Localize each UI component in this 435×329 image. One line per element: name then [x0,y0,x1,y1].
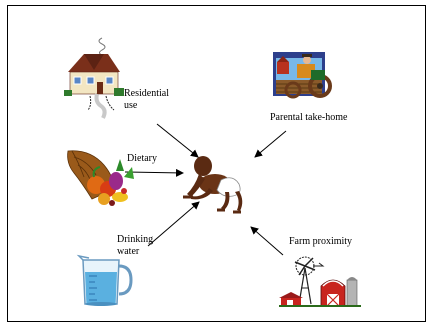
arrow-drinking-water [147,201,200,247]
farm-barn-windmill-icon [279,256,361,307]
house-icon [64,37,124,119]
label-dietary: Dietary [127,153,157,164]
crawling-baby-icon [183,156,243,214]
label-farm-proximity: Farm proximity [289,236,353,247]
label-drinking-water: Drinking water [117,234,154,257]
arrow-parental [254,130,287,158]
water-pitcher-icon [76,254,133,306]
arrow-dietary [124,168,184,177]
arrow-farm-proximity [250,226,284,256]
cornucopia-icon [67,150,134,206]
farmer-tractor-icon [273,52,332,99]
label-parental-take-home: Parental take-home [270,112,348,123]
slide-frame [7,5,426,322]
arrow-residential [156,123,199,158]
label-residential-use: Residential use [124,88,169,111]
